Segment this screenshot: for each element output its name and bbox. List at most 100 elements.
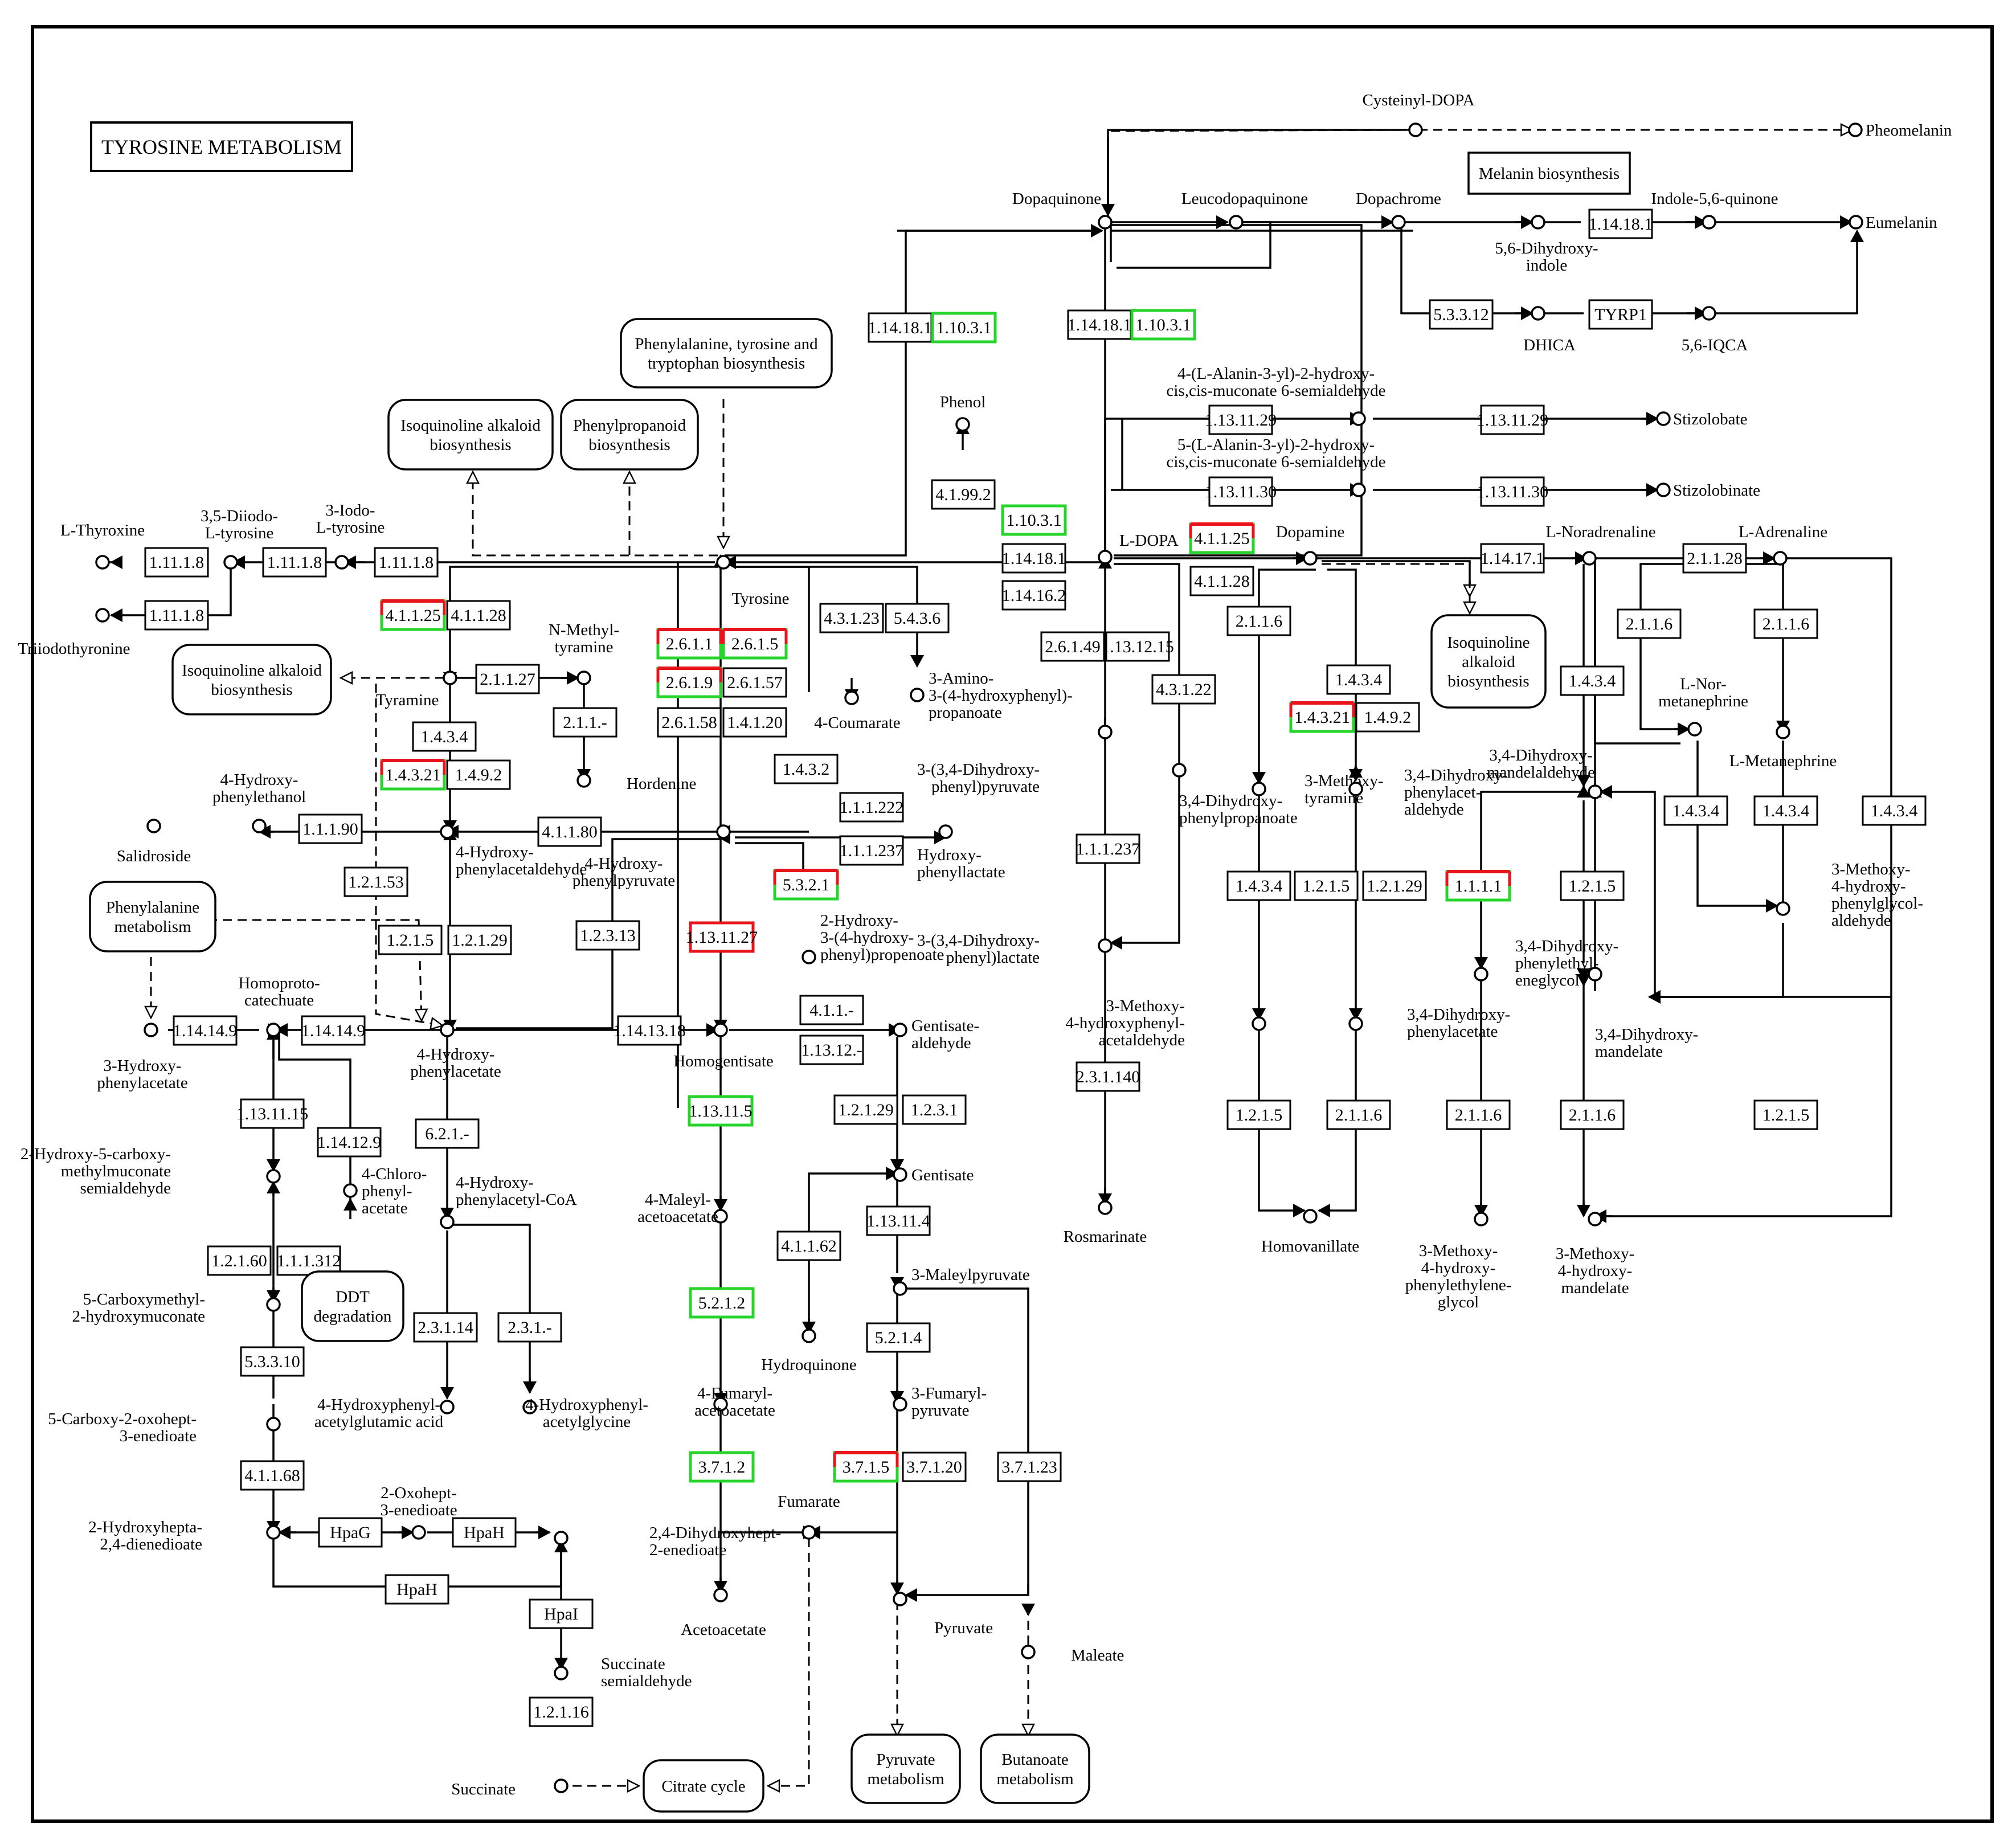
compound-circle[interactable] bbox=[1588, 967, 1602, 982]
compound-circle[interactable] bbox=[844, 690, 859, 705]
enzyme-box[interactable]: HpaI bbox=[529, 1598, 594, 1629]
enzyme-box[interactable]: 1.4.3.4 bbox=[1753, 795, 1818, 826]
compound-node[interactable]: 3,4-Dihydroxy-phenylethyl-eneglycol bbox=[1474, 937, 1618, 989]
enzyme-box[interactable]: 2.3.1.14 bbox=[413, 1312, 478, 1343]
enzyme-box[interactable]: 1.2.1.29 bbox=[447, 925, 512, 955]
compound-node[interactable]: Dopaquinone bbox=[1012, 190, 1113, 230]
enzyme-box[interactable]: 2.6.1.9 bbox=[656, 667, 722, 698]
compound-node[interactable]: Rosmarinate bbox=[1064, 1200, 1147, 1246]
compound-node[interactable]: Tyramine bbox=[376, 670, 457, 709]
compound-node[interactable]: 3-(3,4-Dihydroxy-phenyl)lactate bbox=[917, 931, 1113, 967]
enzyme-box[interactable]: 1.2.1.29 bbox=[1362, 870, 1427, 901]
enzyme-box[interactable]: 4.1.1.- bbox=[799, 995, 864, 1025]
enzyme-box[interactable]: 1.14.18.1 bbox=[1588, 208, 1653, 239]
enzyme-box[interactable]: 1.4.3.4 bbox=[1862, 795, 1927, 826]
compound-circle[interactable] bbox=[443, 670, 457, 685]
compound-node[interactable]: 3,4-Dihydroxy-phenylacet-aldehyde bbox=[1348, 766, 1507, 819]
compound-circle[interactable] bbox=[1348, 782, 1363, 796]
compound-circle[interactable] bbox=[1773, 551, 1788, 566]
enzyme-box[interactable]: 3.7.1.5 bbox=[833, 1451, 899, 1483]
compound-circle[interactable] bbox=[1776, 725, 1790, 739]
compound-circle[interactable] bbox=[955, 417, 970, 432]
compound-circle[interactable] bbox=[1252, 1016, 1266, 1031]
compound-circle[interactable] bbox=[554, 1531, 569, 1545]
compound-circle[interactable] bbox=[1098, 938, 1113, 953]
compound-circle[interactable] bbox=[1849, 215, 1863, 230]
compound-node[interactable]: Pyruvate bbox=[893, 1592, 993, 1637]
compound-circle[interactable] bbox=[1351, 483, 1366, 497]
enzyme-box[interactable]: 1.14.13.18 bbox=[613, 1015, 686, 1046]
enzyme-box[interactable]: 4.1.1.25 bbox=[380, 599, 446, 631]
compound-circle[interactable] bbox=[1588, 784, 1602, 799]
compound-circle[interactable] bbox=[223, 555, 238, 570]
compound-node[interactable]: L-Metanephrine bbox=[1729, 725, 1837, 770]
enzyme-box[interactable]: 1.1.1.1 bbox=[1445, 870, 1511, 902]
compound-node[interactable]: Pheomelanin bbox=[1848, 121, 1952, 140]
compound-node[interactable]: 5,6-IQCA bbox=[1682, 306, 1748, 354]
compound-node[interactable]: L-Thyroxine bbox=[60, 521, 145, 570]
compound-circle[interactable] bbox=[910, 688, 925, 702]
enzyme-box[interactable]: 5.3.2.1 bbox=[773, 869, 839, 901]
compound-node[interactable]: 5-Carboxymethyl-2-hydroxymuconate bbox=[72, 1290, 281, 1326]
compound-node[interactable]: 4-Hydroxyphenyl-acetylglycine bbox=[522, 1396, 648, 1431]
compound-node[interactable]: 3-Hydroxy-phenylacetate bbox=[97, 1023, 188, 1092]
enzyme-box[interactable]: 4.1.99.2 bbox=[931, 479, 996, 510]
compound-node[interactable]: Eumelanin bbox=[1849, 214, 1937, 232]
compound-node[interactable]: 4-Hydroxy-phenylacetate bbox=[410, 1023, 501, 1081]
enzyme-box[interactable]: 4.1.1.25 bbox=[1189, 522, 1255, 554]
enzyme-box[interactable]: 1.2.1.60 bbox=[207, 1245, 272, 1276]
enzyme-box[interactable]: 4.1.1.62 bbox=[776, 1230, 841, 1261]
enzyme-box[interactable]: 1.14.18.1 bbox=[1067, 309, 1132, 340]
enzyme-box[interactable]: 2.1.1.6 bbox=[1326, 1099, 1391, 1130]
compound-node[interactable]: Phenol bbox=[940, 393, 986, 432]
compound-node[interactable]: Hordenine bbox=[576, 773, 696, 793]
enzyme-box[interactable]: 1.14.16.2 bbox=[1001, 580, 1066, 611]
compound-node[interactable]: 3-Methoxy-4-hydroxyphenyl-acetaldehyde bbox=[1066, 997, 1266, 1049]
enzyme-box[interactable]: 1.1.1.222 bbox=[839, 792, 904, 823]
compound-circle[interactable] bbox=[1098, 550, 1113, 565]
enzyme-box[interactable]: 1.11.1.8 bbox=[144, 600, 209, 631]
enzyme-box[interactable]: 4.1.1.80 bbox=[537, 816, 602, 847]
enzyme-box[interactable]: 2.6.1.58 bbox=[657, 707, 722, 738]
compound-circle[interactable] bbox=[95, 608, 110, 623]
compound-node[interactable]: Homoproto-catechuate bbox=[238, 974, 320, 1037]
enzyme-box[interactable]: 1.2.1.5 bbox=[378, 925, 443, 955]
compound-node[interactable]: 5-(L-Alanin-3-yl)-2-hydroxy-cis,cis-muco… bbox=[1167, 436, 1386, 497]
compound-circle[interactable] bbox=[266, 1417, 281, 1432]
enzyme-box[interactable]: 1.1.1.237 bbox=[1076, 833, 1140, 864]
compound-circle[interactable] bbox=[713, 1588, 728, 1602]
compound-node[interactable]: 4-Fumaryl-acetoacetate bbox=[694, 1384, 775, 1420]
enzyme-box[interactable]: 1.4.3.4 bbox=[1560, 665, 1625, 696]
compound-circle[interactable] bbox=[1348, 1016, 1363, 1031]
compound-circle[interactable] bbox=[1391, 215, 1406, 230]
compound-node[interactable]: Succinate bbox=[451, 1778, 569, 1798]
compound-node[interactable]: Hydroquinone bbox=[761, 1328, 857, 1374]
compound-circle[interactable] bbox=[1098, 215, 1113, 230]
compound-circle[interactable] bbox=[716, 824, 731, 839]
enzyme-box[interactable]: 2.6.1.5 bbox=[722, 628, 788, 660]
enzyme-box[interactable]: 3.7.1.23 bbox=[997, 1451, 1062, 1482]
enzyme-box[interactable]: 1.13.12.15 bbox=[1101, 631, 1174, 662]
compound-circle[interactable] bbox=[1098, 725, 1113, 739]
compound-node[interactable]: Cysteinyl-DOPA bbox=[1362, 91, 1475, 137]
compound-circle[interactable] bbox=[1474, 967, 1489, 982]
compound-node[interactable]: 3,4-Dihydroxy-phenylacetate bbox=[1348, 1005, 1510, 1041]
compound-circle[interactable] bbox=[1588, 1212, 1602, 1226]
compound-circle[interactable] bbox=[343, 1183, 358, 1198]
enzyme-box[interactable]: TYRP1 bbox=[1588, 299, 1653, 330]
compound-node[interactable]: Gentisate bbox=[893, 1166, 974, 1184]
compound-circle[interactable] bbox=[440, 1400, 455, 1414]
compound-node[interactable]: Stizolobate bbox=[1656, 410, 1747, 428]
compound-circle[interactable] bbox=[802, 950, 816, 964]
compound-circle[interactable] bbox=[95, 555, 110, 570]
compound-node[interactable]: Salidroside bbox=[117, 819, 191, 865]
compound-circle[interactable] bbox=[893, 1023, 907, 1037]
enzyme-box[interactable]: 1.14.12.9 bbox=[317, 1127, 382, 1158]
enzyme-box[interactable]: 5.3.3.12 bbox=[1429, 299, 1494, 330]
compound-node[interactable]: Triiodothyronine bbox=[18, 608, 130, 658]
enzyme-box[interactable]: 1.4.9.2 bbox=[446, 759, 511, 790]
